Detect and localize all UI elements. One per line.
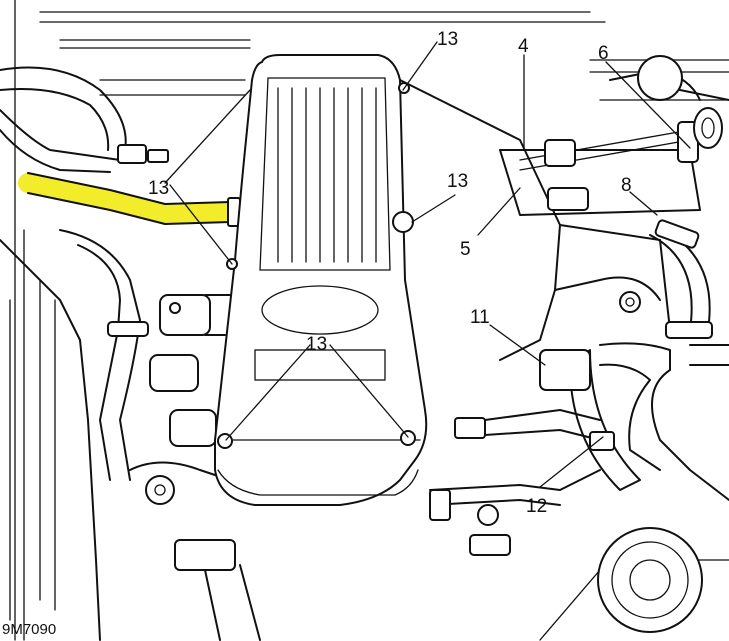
callout-13-right: 13 [447,171,468,192]
callout-13-left: 13 [148,178,169,199]
callout-13-top: 13 [437,29,458,50]
callout-11: 11 [470,307,490,328]
callout-13-bottom: 13 [306,334,327,355]
callout-6: 6 [598,43,609,64]
callout-4: 4 [518,36,529,57]
callout-labels: 13 4 6 13 13 8 5 11 13 12 [148,29,632,517]
intake-throttle-body [399,55,729,361]
lower-connectors [429,349,703,633]
plenum-cover [214,54,428,506]
leader-lines [164,41,691,488]
intake-hose-right [569,219,729,501]
callout-8: 8 [621,175,632,196]
callout-5: 5 [460,239,471,260]
cover-oval-logo [261,285,379,335]
callout-12: 12 [526,496,547,517]
coolant-hoses-left [0,66,169,481]
highlighted-pipe [18,172,241,227]
injector-rail-left [129,294,261,641]
figure-reference: 9M7090 [2,621,56,638]
cover-ribs [277,87,377,263]
